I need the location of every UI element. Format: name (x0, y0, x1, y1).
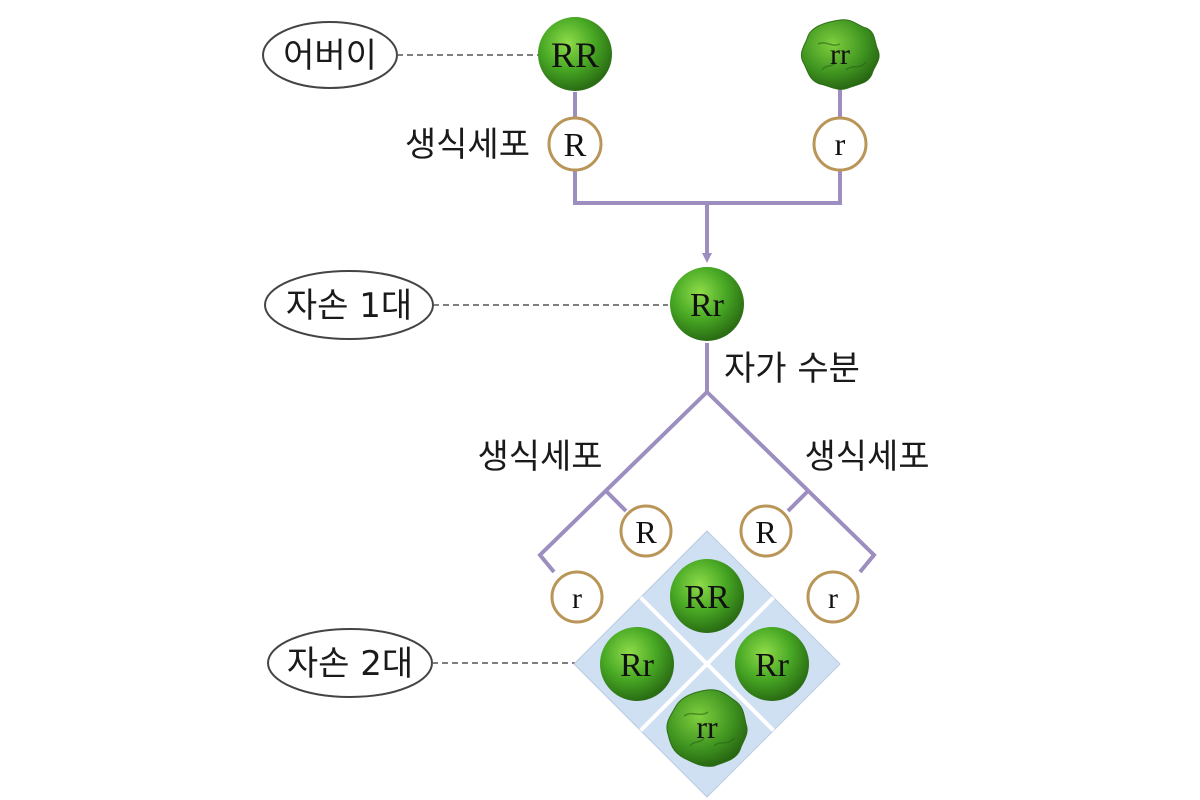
f2-punnett-grid (573, 530, 841, 798)
parent-right-genotype: rr (830, 38, 850, 71)
f1-genotype: Rr (690, 287, 725, 324)
f1-gamete-right-outer-allele: r (828, 582, 838, 615)
f1-generation-label: 자손 1대 (264, 270, 434, 340)
right-inner-branch-line (786, 489, 810, 513)
parent-left-gamete-allele: R (564, 127, 587, 164)
f2-pea-right: Rr (735, 627, 809, 701)
f2-left-genotype: Rr (620, 647, 655, 684)
f1-gamete-left-inner: R (619, 504, 673, 558)
f2-bottom-genotype: rr (696, 709, 718, 745)
parent-pea-round: RR (538, 17, 612, 91)
f1-gamete-left-inner-allele: R (635, 514, 657, 550)
f2-pea-left: Rr (600, 627, 674, 701)
gamete-label-top: 생식세포 (405, 125, 530, 165)
gamete-join-line (573, 170, 842, 205)
f1-gamete-left-outer-allele: r (572, 582, 582, 615)
f2-top-genotype: RR (684, 579, 730, 616)
f2-generation-label: 자손 2대 (267, 628, 433, 698)
f2-pea-bottom-wrinkled: rr (666, 689, 748, 767)
parent-generation-label: 어버이 (262, 21, 398, 89)
parent-label: 어버이 (283, 36, 377, 76)
f1-label: 자손 1대 (286, 286, 412, 326)
parent-left-gamete: R (547, 116, 603, 172)
parent-left-genotype: RR (551, 35, 599, 75)
gamete-label-right: 생식세포 (804, 437, 929, 477)
f2-right-genotype: Rr (755, 647, 790, 684)
right-branch-line (705, 390, 877, 574)
f1-gamete-right-inner: R (739, 504, 793, 558)
parent-right-gamete-allele: r (835, 126, 846, 162)
f2-pea-top: RR (670, 559, 744, 633)
parent-right-gamete: r (812, 116, 868, 172)
left-branch-line (537, 390, 709, 574)
f2-label: 자손 2대 (287, 644, 413, 684)
f1-pea: Rr (670, 267, 744, 341)
gamete-label-left: 생식세포 (477, 437, 602, 477)
f1-gamete-right-outer: r (806, 570, 860, 624)
f1-gamete-right-inner-allele: R (755, 514, 777, 550)
f1-gamete-left-outer: r (550, 570, 604, 624)
self-pollination-label: 자가 수분 (724, 349, 860, 389)
parent-pea-wrinkled: rr (800, 19, 880, 90)
left-inner-branch-line (604, 489, 628, 513)
